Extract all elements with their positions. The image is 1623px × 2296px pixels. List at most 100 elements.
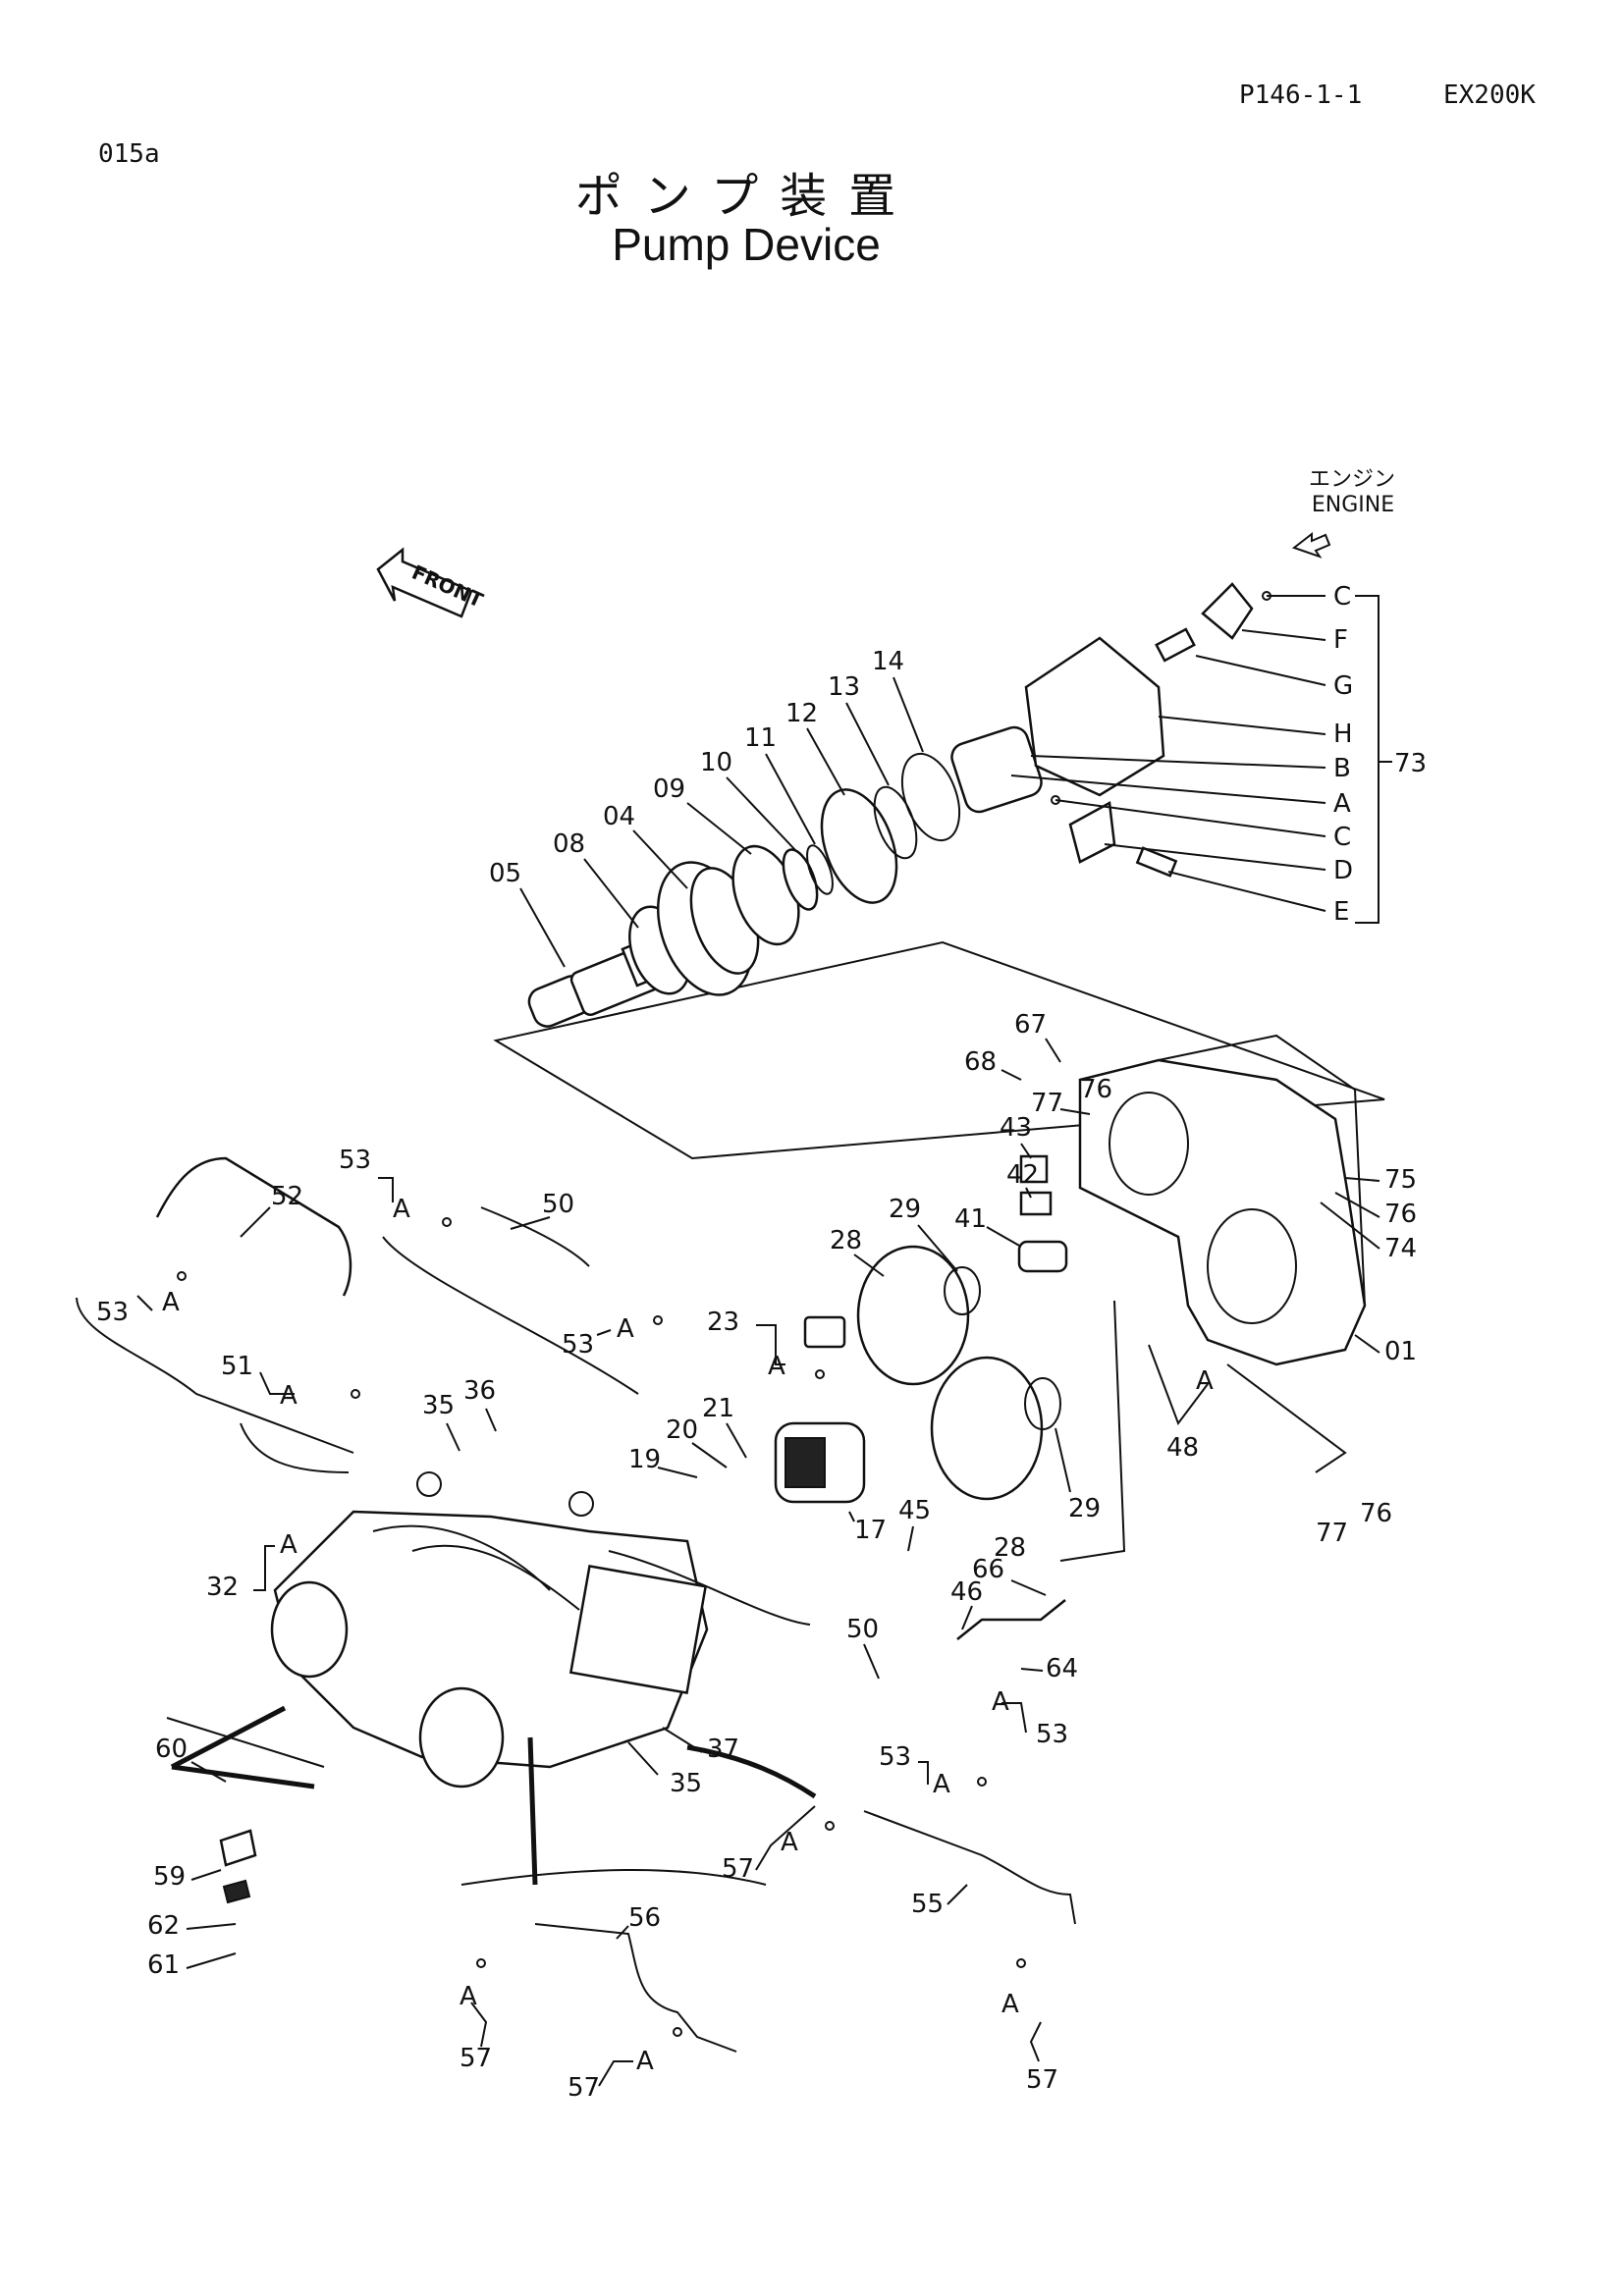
svg-text:57: 57 xyxy=(1026,2065,1058,2095)
svg-text:66: 66 xyxy=(972,1555,1004,1584)
plate-d xyxy=(1068,801,1116,864)
upper-part-labels: 05 08 04 09 10 11 12 13 14 xyxy=(489,647,924,968)
svg-text:62: 62 xyxy=(147,1911,180,1941)
fitting-23 xyxy=(803,1315,846,1349)
svg-text:57: 57 xyxy=(722,1854,754,1884)
page-title-japanese: ポンプ装置 xyxy=(574,169,918,224)
svg-text:20: 20 xyxy=(666,1415,698,1445)
engine-direction-arrow xyxy=(1291,531,1331,559)
pump-housing xyxy=(1078,1034,1367,1366)
svg-text:21: 21 xyxy=(702,1394,734,1423)
svg-text:09: 09 xyxy=(653,774,685,804)
svg-text:53: 53 xyxy=(339,1146,371,1175)
svg-text:A: A xyxy=(1001,1990,1019,2019)
svg-text:52: 52 xyxy=(271,1182,303,1211)
svg-text:76: 76 xyxy=(1360,1499,1392,1528)
ring-29-upper xyxy=(944,1266,981,1315)
svg-text:28: 28 xyxy=(830,1226,862,1255)
svg-text:42: 42 xyxy=(1006,1160,1039,1190)
svg-text:68: 68 xyxy=(964,1047,997,1077)
svg-text:64: 64 xyxy=(1046,1654,1078,1683)
gear-28-upper xyxy=(856,1245,970,1386)
svg-text:11: 11 xyxy=(744,723,777,753)
svg-text:A: A xyxy=(933,1770,950,1799)
svg-text:A: A xyxy=(636,2047,654,2076)
o-ring-markers xyxy=(177,591,1271,2037)
pipe-52 xyxy=(155,1156,352,1297)
svg-text:01: 01 xyxy=(1384,1337,1417,1366)
page-code: P146-1-1 xyxy=(1239,80,1363,110)
svg-text:A: A xyxy=(1196,1366,1214,1396)
svg-text:D: D xyxy=(1333,856,1353,885)
svg-text:55: 55 xyxy=(911,1890,944,1919)
svg-text:A: A xyxy=(781,1828,798,1857)
svg-text:C: C xyxy=(1333,582,1351,612)
svg-text:35: 35 xyxy=(422,1391,455,1420)
snap-ring-14 xyxy=(900,752,961,842)
engine-label-english: ENGINE xyxy=(1311,493,1395,517)
svg-text:A: A xyxy=(1333,789,1351,819)
svg-text:53: 53 xyxy=(96,1298,129,1327)
svg-text:28: 28 xyxy=(994,1533,1026,1563)
svg-text:43: 43 xyxy=(1000,1113,1032,1143)
svg-text:19: 19 xyxy=(628,1445,661,1474)
svg-text:A: A xyxy=(280,1381,298,1411)
bolt-g xyxy=(1155,627,1196,663)
shaft-assembly-outline xyxy=(493,940,1385,1160)
ring-10 xyxy=(782,848,819,911)
svg-text:F: F xyxy=(1333,625,1348,655)
svg-text:74: 74 xyxy=(1384,1234,1417,1263)
svg-text:05: 05 xyxy=(489,859,521,888)
hose-clamp-59 xyxy=(219,1829,257,1904)
pilot-pump-17 xyxy=(774,1421,866,1504)
svg-text:E: E xyxy=(1333,897,1349,927)
svg-text:A: A xyxy=(280,1530,298,1560)
engine-label-japanese: エンジン xyxy=(1308,467,1395,492)
front-arrow: FRONT xyxy=(376,547,487,618)
svg-text:56: 56 xyxy=(628,1903,661,1933)
group-73-leaders xyxy=(1010,595,1392,924)
svg-text:H: H xyxy=(1333,720,1353,749)
svg-text:12: 12 xyxy=(785,699,818,728)
svg-text:51: 51 xyxy=(221,1352,253,1381)
svg-text:A: A xyxy=(992,1687,1009,1717)
svg-text:04: 04 xyxy=(603,802,635,831)
svg-text:A: A xyxy=(460,1982,477,2011)
svg-text:08: 08 xyxy=(553,829,585,859)
svg-text:C: C xyxy=(1333,823,1351,852)
svg-text:A: A xyxy=(393,1195,410,1224)
svg-text:29: 29 xyxy=(1068,1494,1101,1523)
pipe-50-upper xyxy=(480,1206,590,1267)
svg-text:A: A xyxy=(617,1314,634,1344)
svg-text:50: 50 xyxy=(542,1190,574,1219)
ring-29-lower xyxy=(1024,1377,1061,1430)
gear-28-lower xyxy=(930,1356,1044,1501)
svg-text:75: 75 xyxy=(1384,1165,1417,1195)
svg-text:53: 53 xyxy=(1036,1720,1068,1749)
svg-text:60: 60 xyxy=(155,1735,188,1764)
svg-text:57: 57 xyxy=(460,2044,492,2073)
fitting-42 xyxy=(1019,1191,1053,1216)
svg-text:17: 17 xyxy=(854,1516,887,1545)
svg-text:14: 14 xyxy=(872,647,904,676)
svg-text:23: 23 xyxy=(707,1308,739,1337)
group-73-letters: C F G H B A C D E xyxy=(1333,582,1353,927)
svg-text:57: 57 xyxy=(568,2073,600,2103)
pipe-56 xyxy=(534,1923,737,2053)
detail-callout-lines xyxy=(76,1236,1347,1886)
main-pump-assembly xyxy=(270,1471,709,1789)
svg-text:53: 53 xyxy=(879,1742,911,1772)
svg-text:41: 41 xyxy=(954,1204,987,1234)
svg-text:29: 29 xyxy=(889,1195,921,1224)
svg-text:50: 50 xyxy=(846,1615,879,1644)
coupling-element xyxy=(1024,636,1165,797)
svg-text:46: 46 xyxy=(950,1577,983,1607)
group-73-number: 73 xyxy=(1394,749,1427,778)
svg-text:36: 36 xyxy=(463,1376,496,1406)
svg-text:77: 77 xyxy=(1316,1519,1348,1548)
lower-part-labels: 67 68 76 77 43 42 41 29 28 75 76 74 01 2… xyxy=(96,1010,1417,2103)
elbow-41 xyxy=(1017,1240,1068,1273)
svg-text:59: 59 xyxy=(153,1862,186,1892)
cover-12 xyxy=(820,788,898,904)
